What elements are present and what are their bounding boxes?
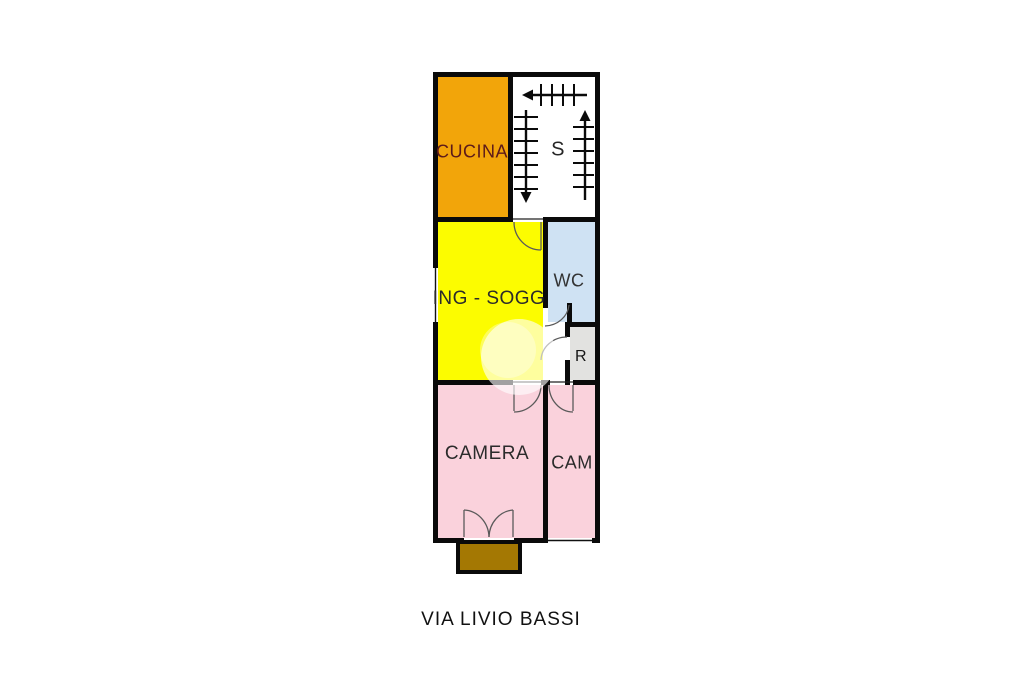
room-label-wc: WC [553,270,585,291]
stairs-left-arrow [522,84,587,106]
stairs-symbol [514,84,594,203]
balcony [456,540,522,574]
room-camera-fill [438,385,543,538]
stairs-down-arrow [514,110,538,203]
room-cam-fill [548,385,595,538]
room-label-camera: CAMERA [444,443,530,464]
room-label-ing-sogg: ING - SOGG [432,288,546,309]
room-label-cam: CAM [551,452,593,473]
room-cucina-fill [438,77,508,217]
room-label-cucina: CUCINA [435,141,509,162]
street-name-label: VIA LIVIO BASSI [421,609,581,630]
room-label-ripostiglio: R [574,348,588,365]
stairs-up-arrow [573,110,594,200]
watermark-circle [480,319,557,395]
window-lines [433,268,592,543]
room-ripostiglio-fill [570,327,595,380]
room-label-stairs: S [551,138,565,161]
